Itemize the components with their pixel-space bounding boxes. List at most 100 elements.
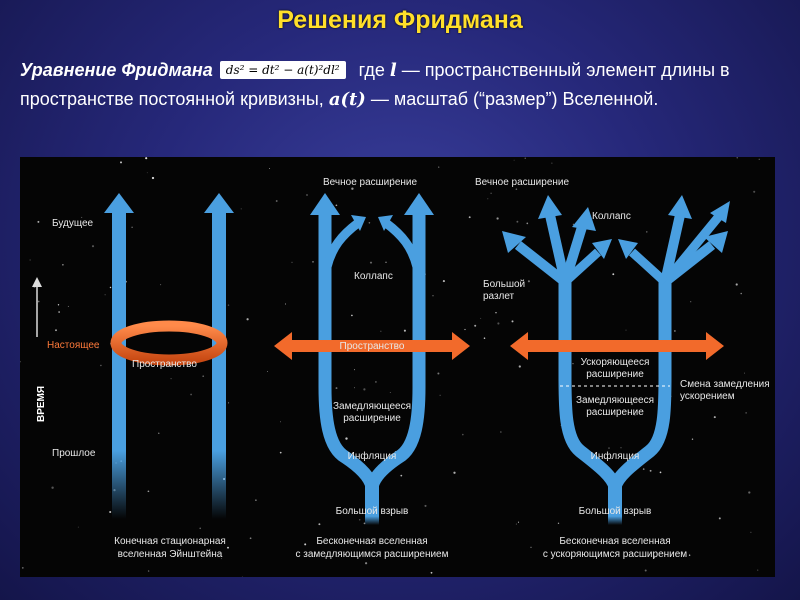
star [109, 510, 112, 514]
decel-left-trunk [318, 212, 379, 489]
accel-left-fan-3-head [572, 207, 596, 231]
star [170, 377, 172, 380]
star [403, 329, 406, 332]
accel-right-trunk [608, 277, 672, 490]
star [572, 223, 574, 225]
star [146, 172, 148, 174]
time-axis-arrowhead [32, 277, 42, 287]
star [77, 526, 79, 528]
accel-left-trunk [558, 277, 622, 490]
intro-text-2: — пространственный элемент длины в прост… [20, 60, 730, 109]
star [694, 395, 696, 397]
star [227, 304, 230, 306]
star [634, 414, 636, 416]
accel-left-fan-2 [514, 241, 569, 286]
star [100, 364, 102, 367]
axis-time-label: ВРЕМЯ [36, 386, 47, 422]
star [474, 324, 477, 327]
star [37, 300, 40, 303]
star [147, 570, 150, 572]
star [199, 527, 201, 530]
einstein-universe: Пространство Конечная стационарная вселе… [104, 193, 234, 560]
space-ring [110, 320, 228, 366]
star [62, 264, 64, 266]
star [318, 523, 321, 526]
star [279, 451, 282, 454]
accel-left-fan-1-head [538, 195, 562, 219]
star [145, 157, 148, 160]
star [160, 284, 162, 286]
accel-right-fan-4 [628, 248, 669, 286]
accel-left-fan-1 [545, 213, 570, 284]
star [653, 556, 656, 559]
accel-accel-1: Ускоряющееся [581, 357, 650, 368]
star [304, 543, 307, 546]
star [147, 490, 150, 493]
star [345, 437, 348, 440]
star [437, 372, 440, 375]
star [335, 204, 338, 207]
intro-lead: Уравнение Фридмана [20, 60, 213, 80]
accel-top-label: Вечное расширение [475, 177, 569, 188]
star [497, 322, 500, 325]
decel-slowing-2: расширение [343, 413, 401, 424]
star [191, 553, 193, 555]
decel-right-trunk [365, 212, 426, 489]
friedmann-formula: ds² = dt² − a(t)²dl² [219, 61, 346, 79]
star [29, 259, 31, 261]
accel-inflation: Инфляция [591, 450, 640, 462]
star [37, 220, 40, 223]
star [20, 360, 21, 363]
star [480, 317, 482, 319]
star [241, 575, 243, 577]
accel-right-fan-2-head [704, 231, 728, 253]
star [748, 491, 751, 494]
space-arrow-accel-shaft [528, 340, 706, 352]
decel-left-branch [322, 219, 361, 269]
accel-switch-2: ускорением [680, 391, 735, 402]
decel-space-label: Пространство [340, 341, 405, 352]
star [363, 388, 366, 391]
star [374, 380, 377, 383]
space-arrow-decel-left-head [274, 332, 292, 360]
decel-inflation: Инфляция [348, 450, 397, 462]
star [190, 393, 192, 396]
accel-big-bang: Большой взрыв [579, 506, 652, 517]
star [285, 303, 286, 305]
decel-right-arrowhead [404, 193, 434, 215]
axis-present-label: Настоящее [47, 340, 100, 351]
accel-switch-1: Смена замедления [680, 379, 770, 390]
star [267, 370, 268, 372]
star [228, 402, 230, 404]
star [432, 295, 434, 297]
star [280, 421, 281, 423]
star [718, 517, 721, 520]
star [557, 522, 560, 524]
space-arrow-decel: Пространство [274, 332, 470, 360]
star [608, 447, 610, 449]
star [120, 161, 122, 164]
star [363, 522, 366, 525]
star [713, 416, 716, 419]
star [269, 168, 271, 170]
star [500, 431, 502, 433]
star [220, 558, 222, 560]
intro-text-1: где [358, 60, 385, 80]
star [58, 311, 60, 313]
star [104, 294, 106, 296]
star [530, 546, 532, 548]
einstein-right-arrow [212, 209, 226, 519]
star [462, 433, 464, 436]
accel-big-rip-1: Большой [483, 279, 525, 290]
star [201, 554, 203, 557]
star [688, 554, 691, 556]
einstein-right-arrowhead [204, 193, 234, 213]
decel-caption-1: Бесконечная вселенная [316, 536, 427, 547]
slide-title: Решения Фридмана [277, 6, 523, 34]
star [354, 369, 356, 371]
axis-future-label: Будущее [52, 218, 94, 229]
star [424, 504, 427, 507]
star [369, 261, 373, 264]
star [275, 200, 278, 202]
star [72, 224, 74, 226]
